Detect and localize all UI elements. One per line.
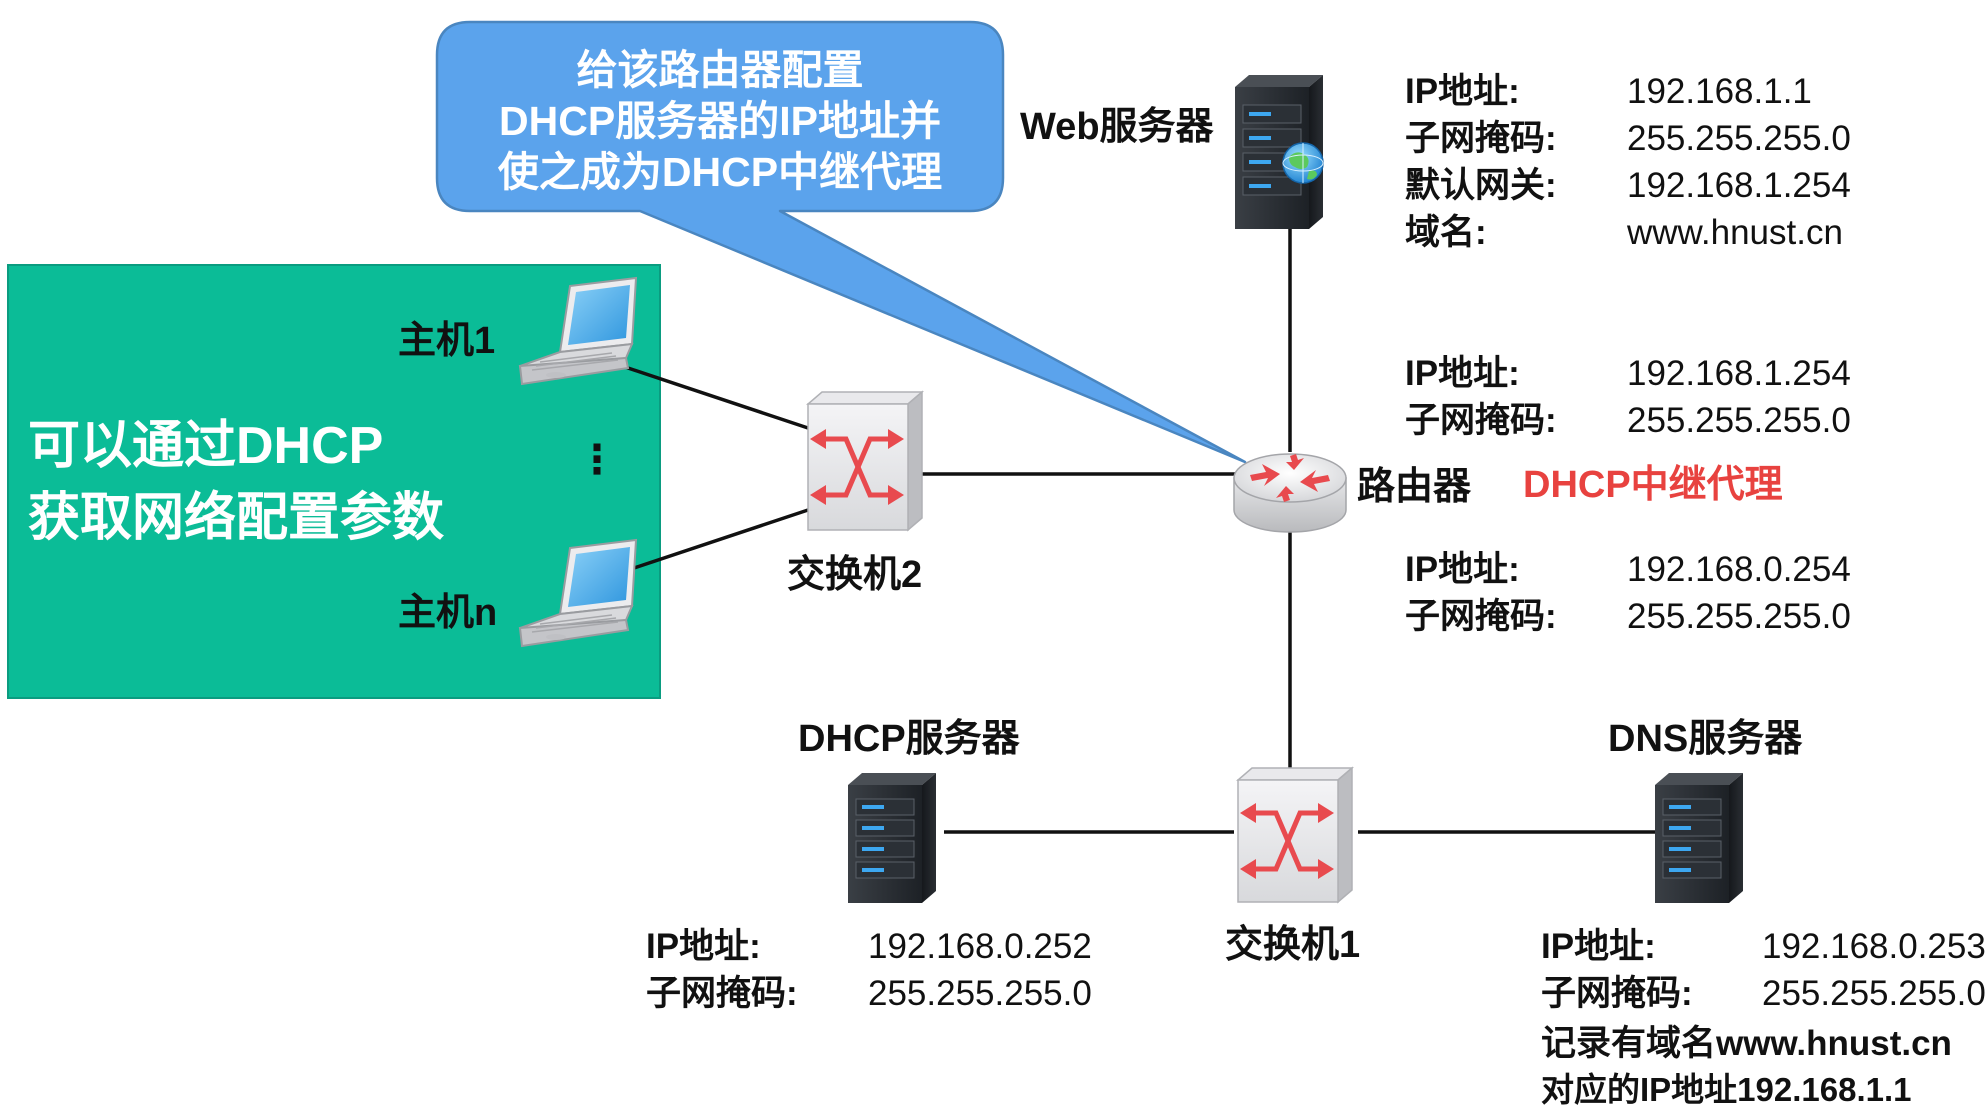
info-value: 255.255.255.0: [1627, 401, 1851, 440]
router-label: 路由器: [1357, 466, 1472, 508]
web-server-label: Web服务器: [1020, 106, 1214, 148]
info-key: IP地址:: [1541, 927, 1656, 966]
switch-icon-1: [1235, 766, 1355, 904]
dns-record-line-2: 对应的IP地址192.168.1.1: [1541, 1071, 1912, 1108]
callout-line-1: 给该路由器配置: [576, 47, 864, 93]
info-key: 域名:: [1405, 213, 1487, 252]
host-ellipsis: ⋮: [577, 438, 617, 482]
laptop-icon-hostn: [518, 538, 638, 648]
info-key: 默认网关:: [1405, 166, 1557, 205]
info-value: 255.255.255.0: [1627, 119, 1851, 158]
client-area-line-1: 可以通过DHCP: [28, 417, 384, 475]
dhcp-server-label: DHCP服务器: [798, 718, 1020, 760]
server-icon-dns: [1655, 773, 1743, 903]
callout-bubble: [435, 20, 1247, 464]
info-value: 192.168.1.1: [1627, 72, 1812, 111]
switch-icon-2: [805, 390, 925, 532]
relay-agent-label: DHCP中继代理: [1523, 464, 1783, 506]
callout-line-2: DHCP服务器的IP地址并: [499, 97, 941, 144]
info-key: 子网掩码:: [1405, 119, 1557, 158]
dns-record-line-1: 记录有域名www.hnust.cn: [1541, 1024, 1952, 1063]
info-key: IP地址:: [1405, 550, 1520, 589]
info-value: 192.168.1.254: [1627, 166, 1851, 205]
info-key: 子网掩码:: [1541, 974, 1693, 1013]
dns-server-label: DNS服务器: [1608, 718, 1803, 760]
info-value: 192.168.1.254: [1627, 354, 1851, 393]
info-value: www.hnust.cn: [1627, 213, 1843, 252]
globe-icon: [1282, 142, 1324, 184]
info-key: IP地址:: [1405, 354, 1520, 393]
host1-label: 主机1: [398, 320, 496, 362]
callout-text: 给该路由器配置 DHCP服务器的IP地址并 使之成为DHCP中继代理: [430, 45, 1010, 197]
info-value: 192.168.0.252: [868, 927, 1092, 966]
callout-line-3: 使之成为DHCP中继代理: [497, 148, 943, 195]
switch2-label: 交换机2: [787, 554, 923, 596]
laptop-icon-host1: [518, 276, 638, 386]
info-key: 子网掩码:: [1405, 401, 1557, 440]
info-key: IP地址:: [646, 927, 761, 966]
info-value: 192.168.0.254: [1627, 550, 1851, 589]
link-host1-switch2: [624, 365, 809, 430]
client-area-line-2: 获取网络配置参数: [28, 489, 445, 547]
info-key: 子网掩码:: [1405, 597, 1557, 636]
info-key: IP地址:: [1405, 72, 1520, 111]
info-value: 255.255.255.0: [1762, 974, 1986, 1013]
server-icon-dhcp: [848, 773, 936, 903]
switch1-label: 交换机1: [1225, 924, 1361, 966]
link-hostn-switch2: [627, 508, 809, 572]
info-key: 子网掩码:: [646, 974, 798, 1013]
info-value: 255.255.255.0: [868, 974, 1092, 1013]
info-value: 255.255.255.0: [1627, 597, 1851, 636]
info-value: 192.168.0.253: [1762, 927, 1986, 966]
router-icon: [1233, 453, 1347, 533]
hostn-label: 主机n: [398, 592, 498, 634]
